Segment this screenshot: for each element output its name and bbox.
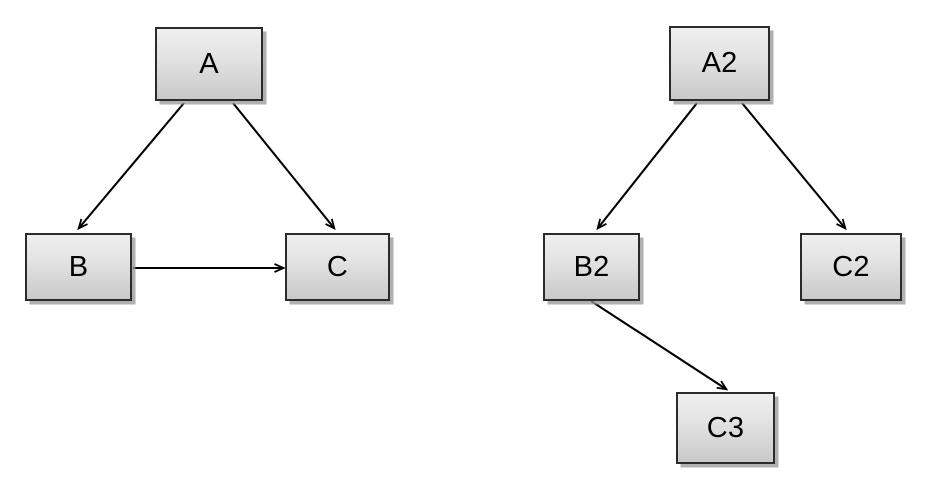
node-b-label: B: [68, 250, 89, 283]
node-b[interactable]: B: [25, 233, 132, 301]
node-a2[interactable]: A2: [669, 26, 770, 101]
edge-a-to-c: [232, 102, 336, 231]
node-a-label: A: [199, 47, 219, 80]
node-c3-label: C3: [706, 411, 745, 444]
node-c[interactable]: C: [285, 233, 390, 301]
node-c2[interactable]: C2: [800, 233, 902, 301]
node-a2-label: A2: [701, 47, 738, 79]
node-c-label: C: [326, 250, 349, 283]
edge-a2-to-c2: [741, 102, 847, 231]
edge-a2-to-b2: [596, 102, 698, 231]
node-a[interactable]: A: [155, 27, 263, 101]
node-c2-label: C2: [832, 250, 870, 283]
node-b2-label: B2: [573, 250, 610, 283]
edge-a-to-b: [77, 102, 185, 231]
edge-b2-to-c3: [590, 300, 729, 391]
node-b2[interactable]: B2: [543, 233, 640, 301]
node-c3[interactable]: C3: [676, 392, 775, 464]
